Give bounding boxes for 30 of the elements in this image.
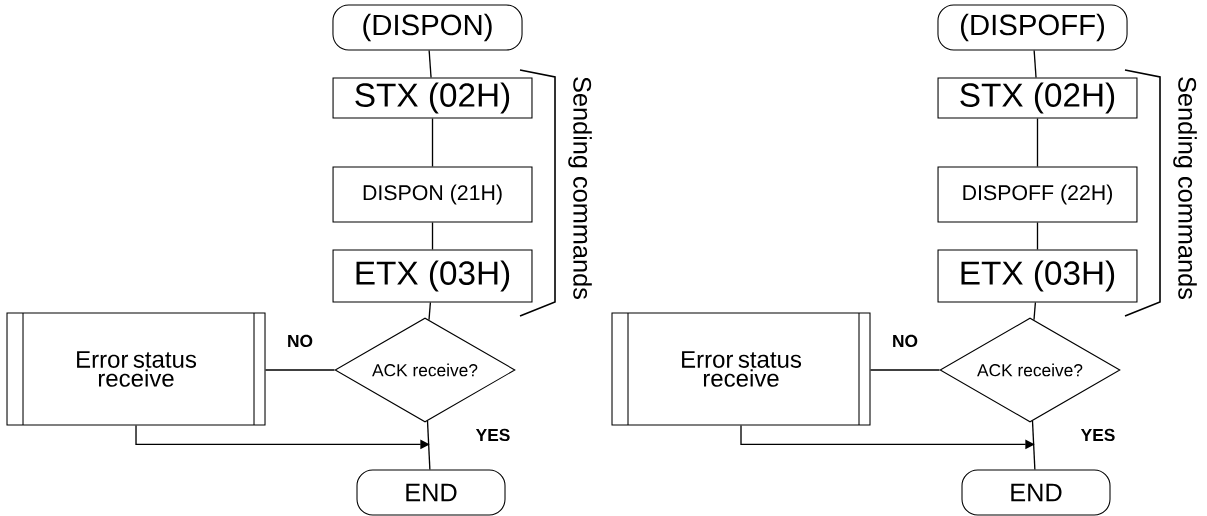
terminal-box: (DISPOFF) (937, 4, 1128, 51)
side-label: Sending commands (1173, 77, 1197, 299)
connector (1036, 117, 1039, 168)
terminal-box: END (961, 469, 1111, 516)
connector (428, 301, 432, 321)
process-box: ETX (03H) (937, 249, 1138, 303)
subroutine-box: Error status receive (611, 312, 871, 426)
edge-label: YES (474, 427, 512, 443)
process-box: DISPON (21H) (332, 166, 533, 223)
connector (869, 369, 941, 371)
connector (1033, 301, 1037, 321)
process-box: STX (02H) (332, 77, 533, 119)
connector (1031, 420, 1036, 471)
connector (431, 221, 434, 251)
connector (264, 369, 336, 371)
edge-label: NO (890, 333, 920, 349)
connector (1033, 49, 1037, 79)
process-box: DISPOFF (22H) (937, 166, 1138, 223)
edge-label: YES (1079, 427, 1117, 443)
connector (428, 49, 432, 79)
terminal-box: END (356, 469, 506, 516)
process-box: ETX (03H) (332, 249, 533, 303)
subroutine-box: Error status receive (6, 312, 266, 426)
terminal-box: (DISPON) (332, 4, 523, 51)
process-box: STX (02H) (937, 77, 1138, 119)
edge-label: NO (285, 333, 315, 349)
connector (1036, 221, 1039, 251)
connector (426, 420, 431, 471)
side-label: Sending commands (568, 77, 592, 299)
connector (431, 117, 434, 168)
